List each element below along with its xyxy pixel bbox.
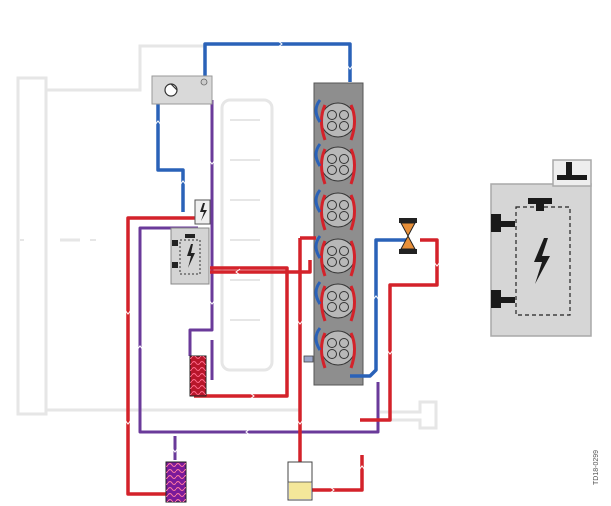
heater-control-unit-detail [490,159,592,337]
pump-icon [303,355,314,363]
reservoir-icon [287,461,313,501]
cylinder-icon [320,238,356,274]
heater-control-unit [170,227,210,285]
document-id-label: TD18-0299 [593,449,600,485]
heat-exchanger-icon [189,355,207,397]
lightning-icon [187,244,195,268]
cylinder-bank [320,102,356,366]
mixed-coolant-lines [138,100,380,460]
cylinder-icon [320,146,356,182]
cylinder-icon [320,192,356,228]
cylinder-icon [320,330,356,366]
cylinder-cold-loops [314,99,322,351]
heat-exchanger-icon [165,461,187,503]
lightning-icon [534,238,550,284]
cylinder-icon [320,102,356,138]
flow-arrows [124,40,441,494]
small-control-module [194,199,211,225]
upper-valve-unit [151,75,213,105]
valve-icon [399,218,417,254]
cylinder-hot-loops [320,104,356,369]
cylinder-icon [320,283,356,319]
lightning-icon [200,203,207,221]
